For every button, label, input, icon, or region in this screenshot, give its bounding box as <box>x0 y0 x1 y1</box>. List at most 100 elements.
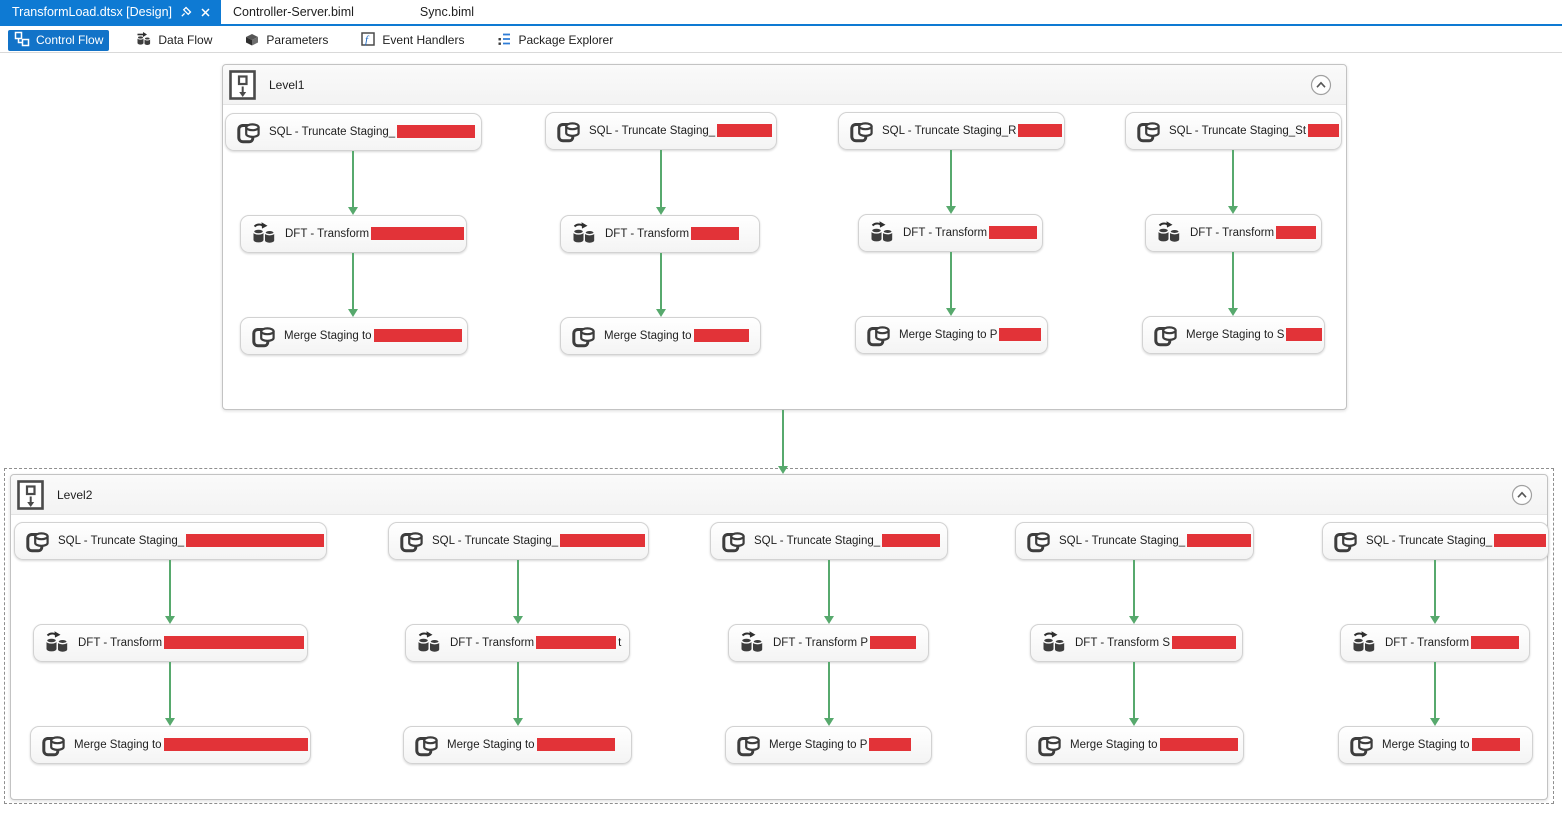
data-flow-task-icon <box>1040 630 1067 656</box>
execute-sql-task[interactable]: Merge Staging to S <box>1142 316 1325 354</box>
execute-sql-task[interactable]: SQL - Truncate Staging_ <box>1322 522 1549 560</box>
execute-sql-task[interactable]: Merge Staging to <box>560 317 761 355</box>
execute-sql-task[interactable]: Merge Staging to P <box>725 726 932 764</box>
task-label-suffix: t <box>618 637 622 649</box>
data-flow-task[interactable]: DFT - Transform <box>560 215 760 253</box>
precedence-constraint-arrow[interactable] <box>828 560 830 616</box>
data-flow-task-icon <box>250 221 277 247</box>
toolbar-label: Package Explorer <box>518 33 614 47</box>
task-label: SQL - Truncate Staging_ <box>269 126 396 138</box>
tab-parameters[interactable]: Parameters <box>238 30 334 51</box>
arrowhead-icon <box>946 308 956 316</box>
toolbar-label: Data Flow <box>158 33 213 47</box>
data-flow-task[interactable]: DFT - Transform <box>1145 214 1322 252</box>
execute-sql-task[interactable]: SQL - Truncate Staging_R <box>838 112 1065 150</box>
execute-sql-task[interactable]: Merge Staging to <box>403 726 632 764</box>
svg-text:f: f <box>365 34 370 46</box>
data-flow-task[interactable]: DFT - Transform S <box>1030 624 1243 662</box>
redaction-bar <box>1276 225 1317 239</box>
task-label: DFT - Transform <box>1190 227 1275 239</box>
sequence-container-header[interactable]: Level1 <box>223 65 1346 105</box>
redaction-bar <box>1471 737 1520 751</box>
precedence-constraint-arrow[interactable] <box>950 252 952 308</box>
execute-sql-task[interactable]: SQL - Truncate Staging_ <box>14 522 327 560</box>
precedence-constraint-arrow[interactable] <box>1133 560 1135 616</box>
arrowhead-icon <box>1129 718 1139 726</box>
redaction-bar <box>186 533 324 547</box>
execute-sql-task[interactable]: Merge Staging to <box>1338 726 1533 764</box>
redaction-bar <box>536 635 617 649</box>
precedence-constraint-arrow[interactable] <box>1232 150 1234 206</box>
precedence-constraint-arrow[interactable] <box>1434 662 1436 718</box>
precedence-constraint-arrow[interactable] <box>660 253 662 309</box>
execute-sql-task[interactable]: Merge Staging to P <box>855 316 1048 354</box>
tab-control-flow[interactable]: Control Flow <box>8 29 110 51</box>
data-flow-task[interactable]: DFT - Transform <box>33 624 308 662</box>
task-label: Merge Staging to <box>74 739 162 751</box>
execute-sql-task[interactable]: SQL - Truncate Staging_ <box>225 113 482 151</box>
precedence-constraint-arrow[interactable] <box>1133 662 1135 718</box>
precedence-constraint-arrow[interactable] <box>828 662 830 718</box>
pin-icon[interactable] <box>180 6 192 18</box>
data-flow-task[interactable]: DFT - Transform <box>1340 624 1530 662</box>
data-flow-task-icon <box>1350 630 1377 656</box>
execute-sql-task-icon <box>1152 322 1178 348</box>
execute-sql-task-icon <box>398 528 424 554</box>
arrowhead-icon <box>165 616 175 624</box>
tab-controller-server-biml[interactable]: Controller-Server.biml <box>221 0 366 24</box>
precedence-constraint-arrow[interactable] <box>517 560 519 616</box>
execute-sql-task[interactable]: SQL - Truncate Staging_St <box>1125 112 1342 150</box>
precedence-constraint-arrow[interactable] <box>1232 252 1234 308</box>
tab-transformload-dtsx[interactable]: TransformLoad.dtsx [Design] <box>0 0 222 24</box>
execute-sql-task[interactable]: Merge Staging to <box>1026 726 1244 764</box>
control-flow-icon <box>14 31 30 50</box>
precedence-constraint-arrow[interactable] <box>517 662 519 718</box>
execute-sql-task[interactable]: SQL - Truncate Staging_ <box>545 112 777 150</box>
execute-sql-task-icon <box>735 732 761 758</box>
redaction-bar <box>869 737 912 751</box>
tab-sync-biml[interactable]: Sync.biml <box>408 0 486 24</box>
precedence-constraint-arrow[interactable] <box>352 151 354 207</box>
redaction-bar <box>1187 533 1251 547</box>
designer-toolbar: Control Flow Data Flow Parameters f Even… <box>0 28 1562 53</box>
precedence-constraint-arrow[interactable] <box>782 410 784 466</box>
tab-event-handlers[interactable]: f Event Handlers <box>354 30 470 51</box>
execute-sql-task[interactable]: Merge Staging to <box>240 317 468 355</box>
event-handlers-icon: f <box>360 31 376 50</box>
precedence-constraint-arrow[interactable] <box>169 662 171 718</box>
collapse-button[interactable] <box>1310 74 1332 96</box>
task-label: Merge Staging to <box>1070 739 1158 751</box>
execute-sql-task[interactable]: SQL - Truncate Staging_ <box>710 522 948 560</box>
task-label: SQL - Truncate Staging_ <box>432 535 559 547</box>
execute-sql-task[interactable]: SQL - Truncate Staging_ <box>1015 522 1254 560</box>
close-icon[interactable] <box>200 7 211 18</box>
data-flow-task[interactable]: DFT - Transform <box>240 215 467 253</box>
arrowhead-icon <box>348 309 358 317</box>
sequence-container-header[interactable]: Level2 <box>11 475 1547 515</box>
data-flow-task[interactable]: DFT - Transform P <box>728 624 929 662</box>
precedence-constraint-arrow[interactable] <box>1434 560 1436 616</box>
data-flow-task-icon <box>1155 220 1182 246</box>
task-label: Merge Staging to <box>1382 739 1470 751</box>
task-label: DFT - Transform P <box>773 637 868 649</box>
execute-sql-task[interactable]: SQL - Truncate Staging_ <box>388 522 649 560</box>
task-label: DFT - Transform <box>605 228 690 240</box>
redaction-bar <box>693 328 749 342</box>
redaction-bar <box>560 533 646 547</box>
precedence-constraint-arrow[interactable] <box>950 150 952 206</box>
document-tab-bar: TransformLoad.dtsx [Design] Controller-S… <box>0 0 1562 26</box>
tab-package-explorer[interactable]: Package Explorer <box>490 30 619 51</box>
data-flow-task[interactable]: DFT - Transform <box>858 214 1043 252</box>
container-title: Level2 <box>57 487 93 502</box>
precedence-constraint-arrow[interactable] <box>169 560 171 616</box>
collapse-button[interactable] <box>1511 484 1533 506</box>
precedence-constraint-arrow[interactable] <box>660 150 662 207</box>
redaction-bar <box>1018 123 1062 137</box>
tab-data-flow[interactable]: Data Flow <box>129 30 218 51</box>
execute-sql-task-icon <box>1135 118 1161 144</box>
precedence-constraint-arrow[interactable] <box>352 253 354 309</box>
arrowhead-icon <box>1228 206 1238 214</box>
execute-sql-task[interactable]: Merge Staging to <box>30 726 311 764</box>
